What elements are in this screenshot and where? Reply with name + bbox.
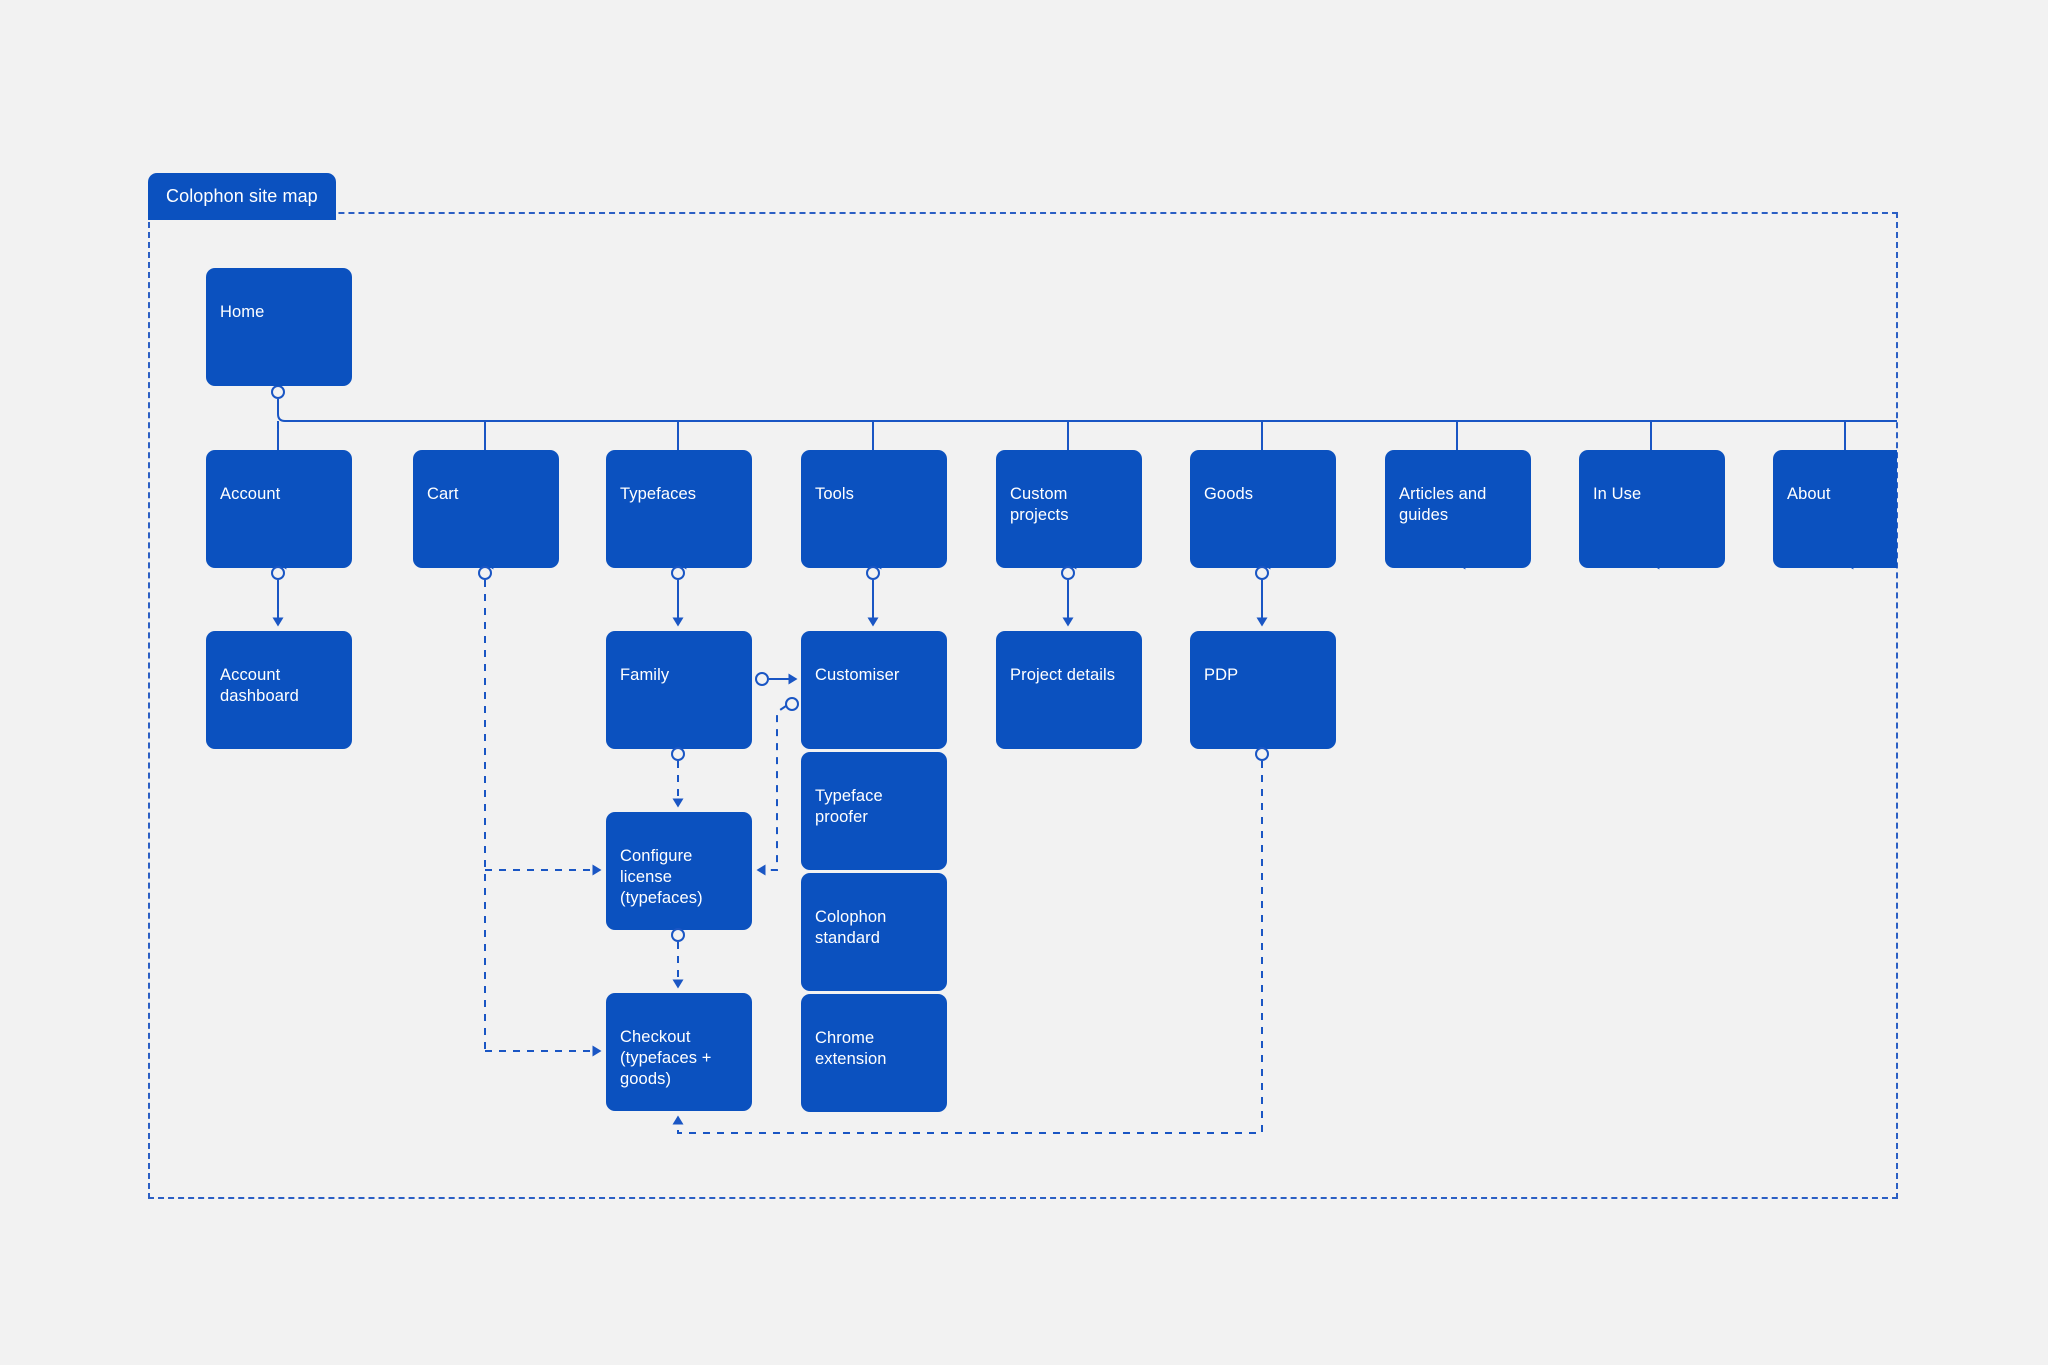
- node-label: Articles and guides: [1399, 485, 1487, 525]
- node-checkout[interactable]: Checkout (typefaces + goods): [606, 993, 752, 1111]
- node-pdp[interactable]: PDP: [1190, 631, 1336, 749]
- node-label: Project details: [1010, 666, 1116, 685]
- node-custom-projects[interactable]: Custom projects: [996, 450, 1142, 568]
- node-home[interactable]: Home: [206, 268, 352, 386]
- node-label: Checkout (typefaces + goods): [620, 1028, 712, 1089]
- node-project-details[interactable]: Project details: [996, 631, 1142, 749]
- node-account[interactable]: Account: [206, 450, 352, 568]
- node-label: Custom projects: [1010, 485, 1069, 525]
- node-goods[interactable]: Goods: [1190, 450, 1336, 568]
- node-articles-and-guides[interactable]: Articles and guides: [1385, 450, 1531, 568]
- node-chrome-extension[interactable]: Chrome extension: [801, 994, 947, 1112]
- node-label: Cart: [427, 485, 459, 504]
- node-cart[interactable]: Cart: [413, 450, 559, 568]
- node-typefaces[interactable]: Typefaces: [606, 450, 752, 568]
- page-title: Colophon site map: [166, 186, 318, 206]
- node-label: Configure license (typefaces): [620, 847, 703, 908]
- node-label: Family: [620, 666, 670, 685]
- node-label: Typefaces: [620, 485, 697, 504]
- node-about[interactable]: About: [1773, 450, 1897, 568]
- node-account-dashboard[interactable]: Account dashboard: [206, 631, 352, 749]
- node-label: Goods: [1204, 485, 1254, 504]
- node-label: Customiser: [815, 666, 900, 685]
- node-label: Account dashboard: [220, 666, 299, 706]
- node-customiser[interactable]: Customiser: [801, 631, 947, 749]
- node-label: Home: [220, 303, 265, 322]
- node-colophon-standard[interactable]: Colophon standard: [801, 873, 947, 991]
- node-label: Chrome extension: [815, 1029, 887, 1069]
- node-label: Tools: [815, 485, 855, 504]
- node-tools[interactable]: Tools: [801, 450, 947, 568]
- node-configure-license[interactable]: Configure license (typefaces): [606, 812, 752, 930]
- node-label: Typeface proofer: [815, 787, 883, 827]
- diagram-frame: [148, 212, 1898, 1199]
- node-label: Colophon standard: [815, 908, 887, 948]
- node-label: PDP: [1204, 666, 1239, 685]
- node-family[interactable]: Family: [606, 631, 752, 749]
- node-in-use[interactable]: In Use: [1579, 450, 1725, 568]
- node-typeface-proofer[interactable]: Typeface proofer: [801, 752, 947, 870]
- node-label: Account: [220, 485, 281, 504]
- node-label: In Use: [1593, 485, 1642, 504]
- node-label: About: [1787, 485, 1831, 504]
- diagram-title-tab[interactable]: Colophon site map: [148, 173, 336, 220]
